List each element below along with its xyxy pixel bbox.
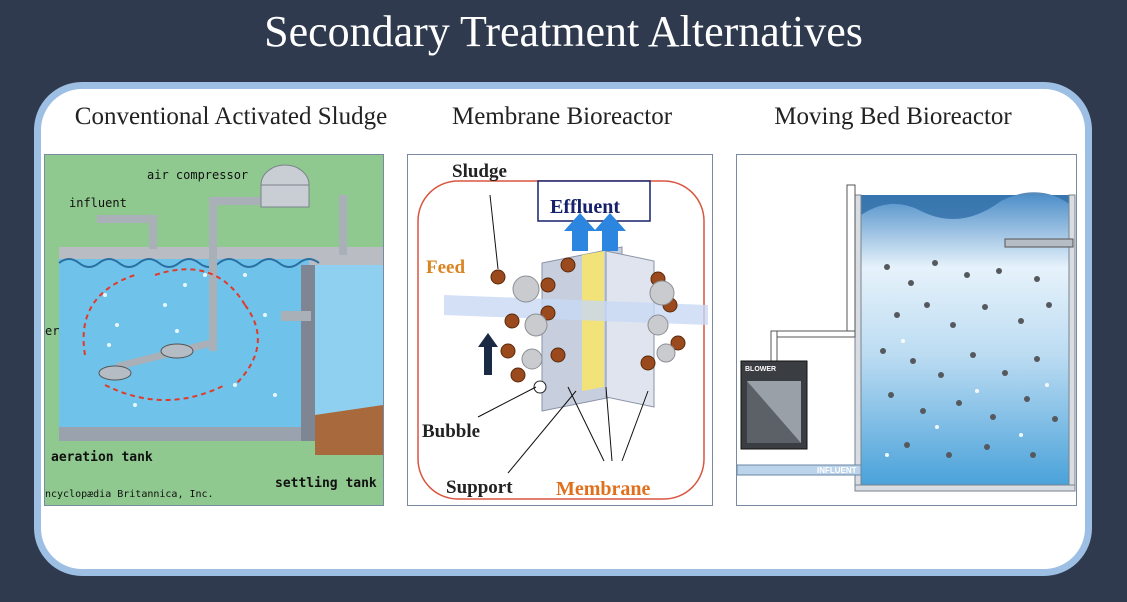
effluent-arrow-right [594, 213, 626, 251]
moving-bed-bioreactor-diagram: BLOWER INFLUENT [736, 154, 1077, 506]
membrane-panel-yellow [582, 251, 604, 391]
rising-air-bubbles [885, 339, 1049, 457]
outlet-pipe [339, 195, 347, 255]
biofilm-carriers [880, 260, 1058, 458]
settling-sludge [315, 405, 383, 455]
blower-shading [747, 381, 801, 443]
circulation-arrows [82, 268, 259, 401]
air-compressor-base [260, 184, 310, 208]
influent-pipe [737, 464, 862, 476]
membrane-pointer-1 [567, 386, 605, 462]
credit-label: ncyclopædia Britannica, Inc. [45, 489, 214, 500]
divider-wall [301, 265, 315, 441]
effluent-outlet [1004, 238, 1074, 248]
aeration-tank-label: aeration tank [51, 450, 153, 465]
bubble-label: Bubble [422, 421, 480, 442]
water-wave [861, 192, 1073, 219]
air-line-horizontal [776, 330, 856, 338]
blower-label: BLOWER [745, 366, 776, 373]
feed-label: Feed [426, 257, 465, 278]
column-label-activated-sludge: Conventional Activated Sludge [74, 103, 388, 130]
air-riser-pipe [846, 184, 856, 336]
air-compressor-label: air compressor [147, 168, 248, 182]
bubble-pointer [477, 386, 537, 418]
membrane-pointer-3 [621, 390, 649, 462]
upflow-arrow [478, 333, 498, 375]
air-bubble-spheres [512, 275, 676, 394]
membrane-panel-front [605, 250, 655, 408]
outlet-nozzle [281, 311, 311, 321]
tank-floor [59, 427, 309, 441]
support-label: Support [446, 477, 513, 498]
settling-tank-water [315, 265, 383, 415]
effluent-label: Effluent [550, 196, 620, 218]
edge-partial-label: er [45, 324, 59, 338]
activated-sludge-diagram: air compressor influent er aeration tank… [44, 154, 384, 506]
slide-title: Secondary Treatment Alternatives [264, 7, 863, 56]
settling-tank-label: settling tank [275, 476, 377, 491]
support-pointer [507, 390, 577, 474]
effluent-arrow-left [564, 213, 596, 251]
sludge-floc-particles [490, 257, 686, 383]
diffuser-right [160, 343, 194, 359]
compressor-pipe-top [209, 197, 271, 205]
influent-label: INFLUENT [817, 466, 857, 475]
influent-label: influent [69, 196, 127, 210]
water-surface [58, 258, 320, 268]
column-label-moving-bed-bioreactor: Moving Bed Bioreactor [774, 103, 1012, 130]
sludge-label: Sludge [452, 161, 507, 182]
reactor-floor [854, 484, 1076, 492]
membrane-label: Membrane [556, 478, 651, 500]
influent-pipe [97, 215, 157, 223]
effluent-box [537, 180, 651, 222]
membrane-pointer-2 [605, 386, 613, 462]
sludge-pointer [489, 194, 499, 270]
air-line-down [770, 330, 778, 362]
reactor-wall-left [854, 194, 862, 490]
diffuser-left [98, 365, 132, 381]
influent-pipe-down [149, 215, 157, 249]
column-label-membrane-bioreactor: Membrane Bioreactor [451, 103, 673, 130]
membrane-bioreactor-diagram: Sludge Effluent Feed Bubble Support Memb… [407, 154, 713, 506]
compressor-pipe [209, 201, 217, 351]
air-bubbles [103, 273, 277, 407]
